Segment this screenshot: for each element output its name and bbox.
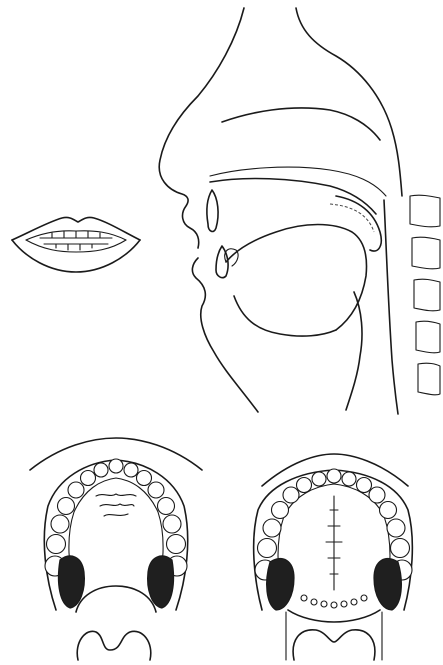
alveolar-dots-right: [301, 595, 367, 608]
midsagittal-head-section: [159, 8, 440, 414]
throat-sides-right: [286, 612, 382, 660]
upper-palate-view-right: [254, 454, 413, 660]
pharynx-wall: [384, 200, 398, 414]
mandible-floor: [234, 296, 336, 336]
upper-incisor: [207, 190, 218, 231]
cervical-vertebrae: [410, 195, 440, 395]
contact-area-right-side: [148, 556, 174, 608]
lips-front-view: [12, 217, 140, 272]
velum-raised-dashed: [330, 204, 374, 232]
velum: [336, 196, 381, 251]
lower-teeth-line: [44, 244, 108, 250]
upper-palate-view-left: [30, 438, 202, 660]
palate-rugae-left: [96, 494, 136, 516]
contact-area-left-side: [267, 559, 294, 610]
lower-lip-outline: [12, 240, 140, 272]
face-profile-upper: [159, 8, 244, 248]
contact-area-right-side: [374, 559, 401, 610]
face-profile-lower: [192, 258, 258, 412]
contact-area-left-side: [58, 556, 84, 608]
lip-opening-bottom: [26, 240, 126, 252]
nasal-turbinate: [222, 108, 380, 140]
tongue-surface: [226, 225, 366, 331]
throat-outline-left: [76, 586, 156, 660]
palatal-raphe: [326, 496, 342, 590]
throat-outline-right: [288, 610, 380, 660]
